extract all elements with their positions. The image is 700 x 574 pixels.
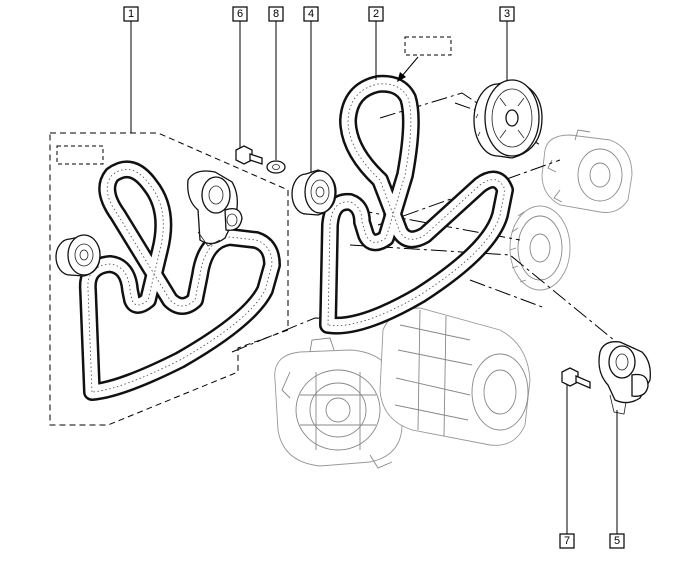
callout-7-label: 7 [564, 535, 570, 547]
arrow-indicator [397, 56, 419, 82]
callout-6-label: 6 [237, 8, 243, 20]
crankshaft-pulley-ghost [509, 205, 571, 291]
tensioner [598, 341, 651, 415]
idler-pulley [291, 169, 337, 216]
callout-3-label: 3 [504, 8, 510, 20]
leader-lines [130, 21, 618, 534]
kit-tensioner [187, 170, 243, 247]
reference-box-left [56, 145, 104, 165]
reference-box-right [404, 36, 452, 56]
callout-4: 4 [303, 6, 319, 22]
callout-1-label: 1 [128, 8, 134, 20]
callout-8: 8 [268, 6, 284, 22]
pump-pulley [473, 79, 543, 159]
belt-kit-belt [78, 160, 281, 401]
callout-8-label: 8 [273, 8, 279, 20]
callout-3: 3 [499, 6, 515, 22]
callout-2-label: 2 [373, 8, 379, 20]
bolt [235, 145, 263, 165]
kit-idler-pulley [55, 234, 101, 277]
alternator-ghost [274, 337, 403, 469]
callout-5-label: 5 [614, 535, 620, 547]
callout-6: 6 [232, 6, 248, 22]
tensioner-bolt [561, 367, 591, 389]
belt-2 [319, 74, 514, 335]
callout-4-label: 4 [308, 8, 314, 20]
callout-5: 5 [609, 533, 625, 549]
callout-2: 2 [368, 6, 384, 22]
washer [266, 160, 286, 174]
ac-compressor-ghost [379, 307, 531, 446]
callout-1: 1 [123, 6, 139, 22]
power-steering-pump-ghost [541, 129, 633, 213]
callout-7: 7 [559, 533, 575, 549]
kit-enclosure-outline [49, 132, 289, 426]
